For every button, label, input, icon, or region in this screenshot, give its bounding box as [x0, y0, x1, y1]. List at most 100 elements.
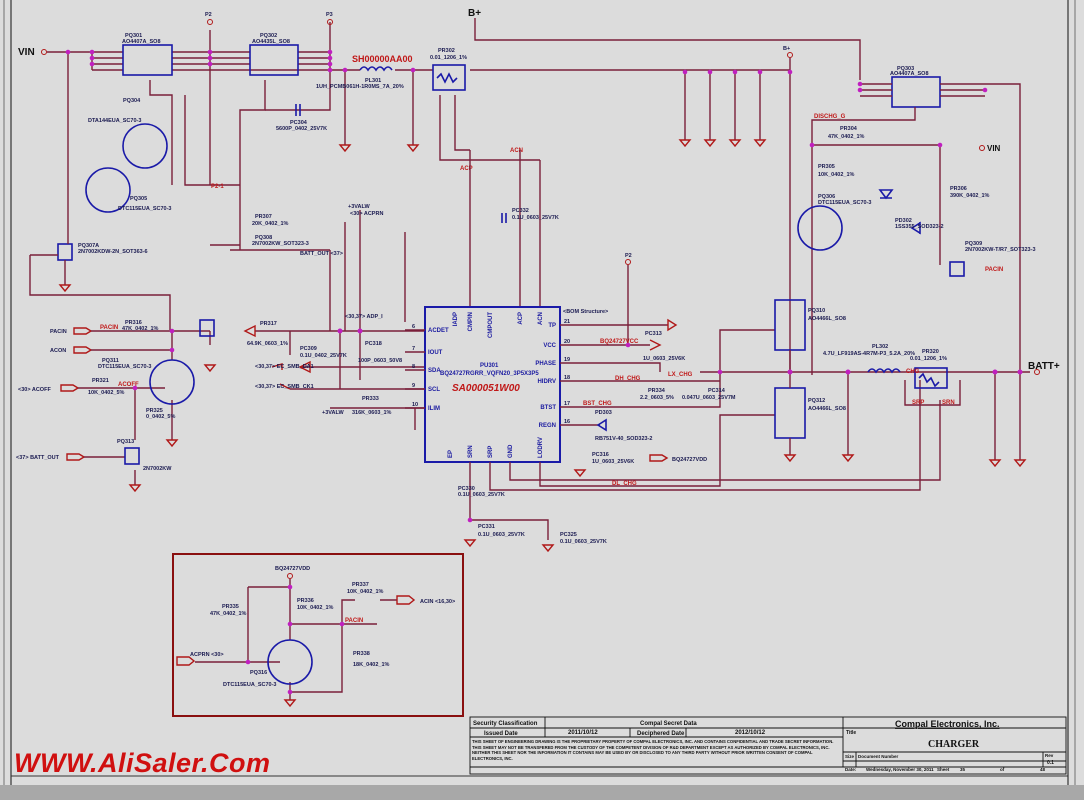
value-pc309: 0.1U_0402_25V7K: [300, 353, 347, 359]
capacitor-pc304: [295, 104, 301, 116]
junction-dot: [410, 67, 416, 73]
acin-detect-subcircuit: BQ24727VDD PQ316 DTC115EUA_SC70-3 PR335 …: [172, 553, 464, 717]
bom-structure: <BOM Structure>: [563, 309, 608, 315]
sheet-of: of: [1000, 767, 1005, 772]
port-smb-da[interactable]: <30,37> EC_SMB_DA1: [255, 364, 314, 370]
value-pr321: 10K_0402_5%: [88, 390, 125, 396]
diode-pd303: [596, 418, 607, 432]
pin-label-phase: PHASE: [535, 361, 556, 367]
net-p2-b: P2: [625, 253, 632, 259]
title-label: Title: [846, 730, 856, 736]
ref-pq309: PQ309: [965, 241, 982, 247]
ref-pd302: PD302: [895, 218, 912, 224]
value-pq305: DTC115EUA_SC70-3: [118, 206, 172, 212]
issued-value: 2011/10/12: [568, 730, 598, 736]
port-adp-i[interactable]: <30,37> ADP_I: [345, 314, 383, 320]
net-p3: P3: [326, 12, 333, 18]
sub-acin[interactable]: ACIN <16,30>: [420, 599, 455, 605]
value-pr306: 390K_0402_1%: [950, 193, 990, 199]
output-stage: PQ310 AO4466L_SO8 PQ312 AO4466L_SO8 PL30…: [700, 299, 1060, 468]
junction-dot: [937, 142, 943, 148]
sub-acprn[interactable]: ACPRN <30>: [190, 652, 224, 658]
mosfet-pq303: [891, 76, 941, 108]
net-dischg: DISCHG_G: [814, 114, 846, 120]
transistor-pq316: [267, 639, 313, 685]
value-pc316: 1U_0603_25V6K: [592, 459, 634, 465]
port-acon[interactable]: ACON: [50, 348, 66, 354]
pin-number: 21: [564, 319, 570, 325]
port-acoff[interactable]: <30> ACOFF: [18, 387, 51, 393]
net-pacin: PACIN: [985, 267, 1003, 273]
pin-number: 8: [412, 364, 415, 370]
junction-dot: [287, 621, 293, 627]
sub-pacin: PACIN: [345, 618, 363, 624]
value-pq306: DTC115EUA_SC70-3: [818, 200, 872, 206]
pin-label-srp: SRP: [488, 446, 494, 458]
ref-pr305: PR305: [818, 164, 835, 170]
pin-label-cmpout: CMPOUT: [488, 312, 494, 338]
ref-pc331: PC331: [478, 524, 495, 530]
ref-pc313: PC313: [645, 331, 662, 337]
value-pr325: 0_0402_5%: [146, 414, 175, 420]
junction-dot: [339, 621, 345, 627]
junction-dot: [132, 385, 138, 391]
mosfet-pq313: [124, 447, 140, 465]
junction-dot: [857, 87, 863, 93]
value-pr338: 18K_0402_1%: [353, 662, 390, 668]
mosfet-pq309: [949, 261, 965, 277]
value-pc304: 5600P_0402_25V7K: [276, 126, 327, 132]
port-batt-out[interactable]: <37> BATT_OUT: [16, 455, 60, 461]
value-pr304: 47K_0402_1%: [828, 134, 865, 140]
ic-ref: PU301: [480, 363, 499, 369]
port-pacin[interactable]: PACIN: [50, 329, 67, 335]
pin-number: 10: [412, 402, 418, 408]
pin-label-acn: ACN: [538, 312, 544, 325]
sheet-title: CHARGER: [928, 739, 980, 750]
net-dh: DH_CHG: [615, 376, 641, 382]
diode-pd302: [910, 221, 921, 235]
value-pq302: AO4435L_SO8: [252, 39, 290, 45]
net-bst: BST_CHG: [583, 401, 612, 407]
ref-pc330: PC330: [458, 486, 475, 492]
value-pq308: 2N7002KW_SOT323-3: [252, 241, 309, 247]
ref-pr304: PR304: [840, 126, 858, 132]
value-pq307a: 2N7002KDW-2N_SOT363-6: [78, 249, 148, 255]
ref-pr302: PR302: [438, 48, 455, 54]
part-highlight: SH00000AA00: [352, 54, 413, 64]
junction-dot: [207, 55, 213, 61]
pin-label-lodrv: LODRV: [538, 437, 544, 458]
ref-pr307: PR307: [255, 214, 272, 220]
capacitor-pc332: [501, 213, 507, 223]
port-batt-out-2: BATT_OUT <37>: [300, 251, 343, 257]
junction-dot: [327, 61, 333, 67]
port-smb-ck[interactable]: <30,37> EC_SMB_CK1: [255, 384, 314, 390]
ref-pr320: PR320: [922, 349, 939, 355]
date-label: Date:: [845, 767, 857, 772]
net-chg: CHG: [906, 369, 920, 375]
ref-pq311: PQ311: [102, 358, 119, 364]
net-lx: LX_CHG: [668, 372, 693, 378]
net-pacin-left: PACIN: [100, 325, 118, 331]
net-3valw: +3VALW: [322, 410, 345, 416]
value-pq316: DTC115EUA_SC70-3: [223, 682, 277, 688]
junction-dot: [245, 659, 251, 665]
pin-label-scl: SCL: [428, 387, 440, 393]
net-vcc: BQ24727VCC: [600, 339, 639, 345]
inductor-pl302: [867, 368, 901, 374]
value-pr336: 10K_0402_1%: [297, 605, 334, 611]
net-vin-2: VIN: [987, 144, 1001, 153]
value-pr305: 10K_0402_1%: [818, 172, 855, 178]
junction-dot: [89, 55, 95, 61]
docnum-label: Document Number: [858, 754, 899, 759]
net-srn: SRN: [942, 400, 955, 406]
port-regn-out[interactable]: BQ24727VDD: [672, 457, 707, 463]
port-acprn[interactable]: <30> ACPRN: [350, 211, 383, 217]
junction-dot: [982, 87, 988, 93]
value-pc313: 1U_0603_25V6K: [643, 356, 685, 362]
value-pr302: 0.01_1206_1%: [430, 55, 467, 61]
junction-dot: [89, 49, 95, 55]
ref-pr321: PR321: [92, 378, 109, 384]
junction-dot: [809, 142, 815, 148]
